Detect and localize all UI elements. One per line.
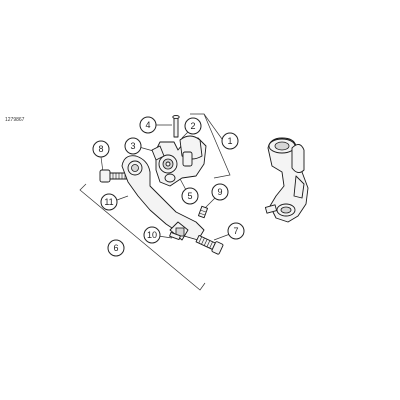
pin-part-10 (169, 231, 181, 241)
callout-5-label: 5 (187, 191, 192, 201)
callout-7: 7 (227, 222, 245, 240)
callout-10: 10 (143, 226, 161, 244)
callout-7-label: 7 (233, 226, 238, 236)
callout-11: 11 (100, 193, 118, 211)
callout-6: 6 (107, 239, 125, 257)
callout-8: 8 (92, 140, 110, 158)
callout-11-label: 11 (104, 197, 113, 207)
callout-3-label: 3 (130, 141, 135, 151)
callout-3: 3 (124, 137, 142, 155)
callout-10-label: 10 (147, 230, 157, 240)
screw-part-9 (198, 205, 208, 219)
bolt-part-7 (195, 235, 224, 255)
callout-6-label: 6 (113, 243, 118, 253)
pin-part (172, 114, 180, 138)
callout-2: 2 (184, 117, 202, 135)
callout-9-label: 9 (217, 187, 222, 197)
callout-8-label: 8 (98, 144, 103, 154)
callout-5: 5 (181, 187, 199, 205)
assembled-view (264, 137, 309, 223)
callout-9: 9 (211, 183, 229, 201)
callout-4-label: 4 (145, 120, 150, 130)
pivot-clamp-assembly (151, 135, 207, 187)
lever-part (121, 155, 205, 241)
callout-2-label: 2 (190, 121, 195, 131)
callout-1-label: 1 (227, 136, 232, 146)
callout-4: 4 (139, 116, 157, 134)
diagram-id: 1279867 (5, 117, 25, 123)
callout-1: 1 (221, 132, 239, 150)
